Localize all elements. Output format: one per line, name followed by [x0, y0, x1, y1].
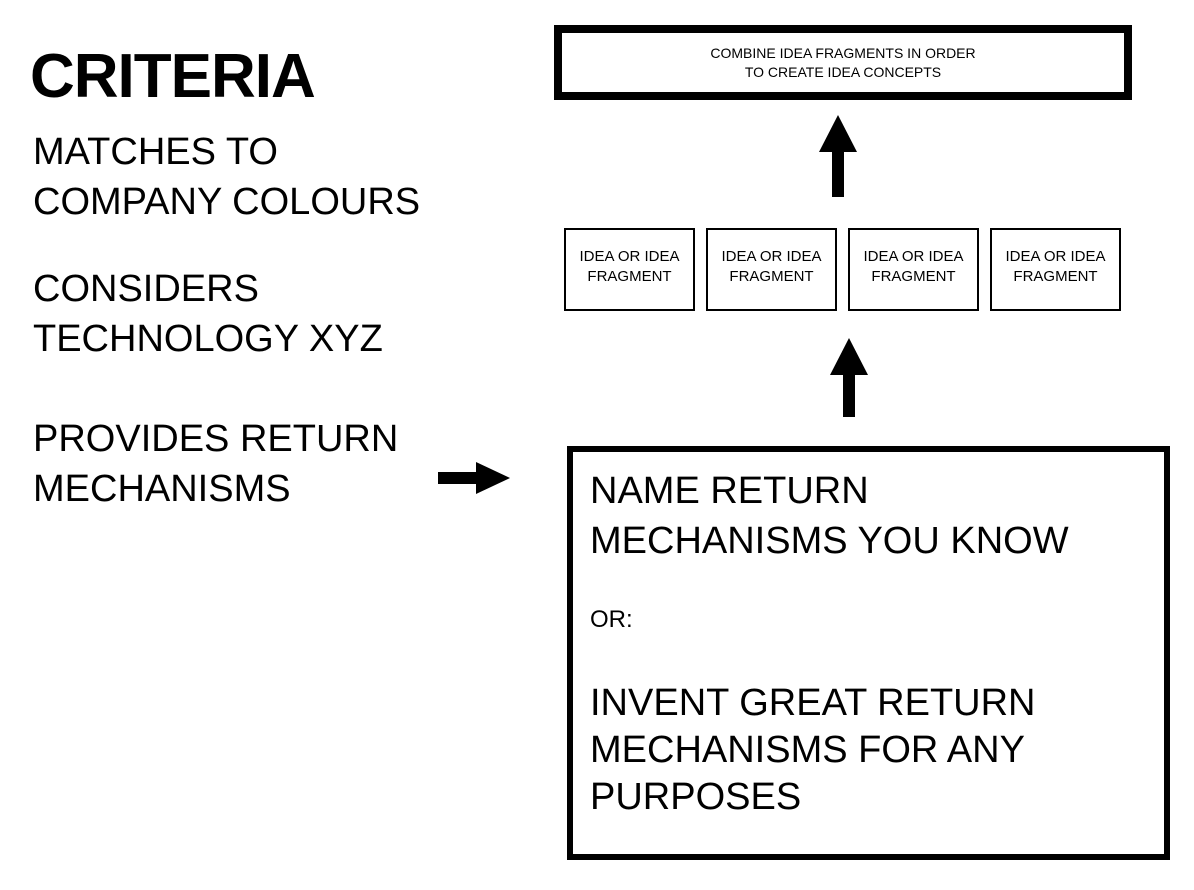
fragment-box: IDEA OR IDEA FRAGMENT — [848, 228, 979, 311]
arrow-head — [830, 338, 868, 375]
task-option-b: INVENT GREAT RETURN MECHANISMS FOR ANY P… — [590, 682, 1036, 818]
concept-box: COMBINE IDEA FRAGMENTS IN ORDER TO CREAT… — [554, 25, 1132, 100]
arrow-shaft — [438, 472, 476, 484]
arrow-right-icon — [438, 462, 510, 494]
concept-box-label: COMBINE IDEA FRAGMENTS IN ORDER TO CREAT… — [710, 44, 976, 80]
criteria-item-technology-xyz: CONSIDERS TECHNOLOGY XYZ — [33, 268, 383, 360]
task-or-separator: OR: — [590, 606, 633, 633]
arrow-up-icon — [819, 115, 857, 197]
fragment-box: IDEA OR IDEA FRAGMENT — [564, 228, 695, 311]
arrow-up-icon — [830, 338, 868, 417]
arrow-shaft — [843, 375, 855, 417]
task-box: NAME RETURN MECHANISMS YOU KNOW OR: INVE… — [567, 446, 1170, 860]
criteria-item-company-colours: MATCHES TO COMPANY COLOURS — [33, 131, 421, 223]
criteria-item-return-mechanisms: PROVIDES RETURN MECHANISMS — [33, 418, 399, 510]
arrow-head — [819, 115, 857, 152]
task-option-a: NAME RETURN MECHANISMS YOU KNOW — [590, 470, 1069, 562]
criteria-heading: CRITERIA — [30, 42, 316, 111]
arrow-head — [476, 462, 510, 494]
arrow-shaft — [832, 152, 844, 197]
fragment-box: IDEA OR IDEA FRAGMENT — [706, 228, 837, 311]
fragment-box: IDEA OR IDEA FRAGMENT — [990, 228, 1121, 311]
